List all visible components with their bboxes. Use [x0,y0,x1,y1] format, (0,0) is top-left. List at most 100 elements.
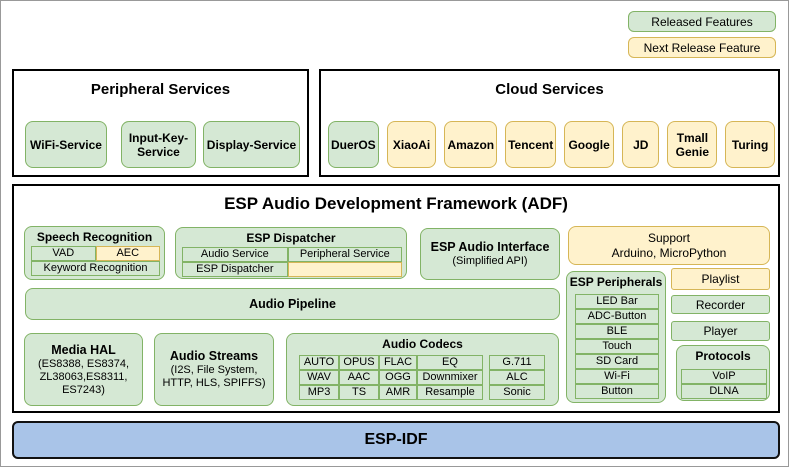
esp-audio-interface-title: ESP Audio Interface [430,240,550,254]
chip-input-key-service: Input-Key-Service [121,121,196,168]
esp-dispatcher-panel: ESP Dispatcher Audio Service Peripheral … [175,227,407,279]
cell-aac: AAC [339,370,379,385]
audio-streams-panel: Audio Streams (I2S, File System, HTTP, H… [154,333,274,406]
esp-peripherals-table: LED Bar ADC-Button BLE Touch SD Card Wi-… [575,294,659,399]
esp-peripherals-panel: ESP Peripherals LED Bar ADC-Button BLE T… [566,271,666,403]
speech-recognition-table: VAD AEC Keyword Recognition [31,246,160,276]
chip-wifi-service: WiFi-Service [25,121,107,168]
protocols-table: VoIP DLNA [681,369,767,399]
cell-ble: BLE [575,324,659,339]
cell-esp-dispatcher: ESP Dispatcher [182,262,288,277]
player-chip: Player [671,321,770,341]
esp-dispatcher-title: ESP Dispatcher [246,231,336,245]
cloud-services-title: Cloud Services [495,81,604,98]
audio-codecs-title: Audio Codecs [382,337,463,351]
cell-peripheral-service: Peripheral Service [287,247,402,262]
chip-google-label: Google [568,137,610,152]
media-hal-panel: Media HAL (ES8388, ES8374, ZL38063,ES831… [24,333,143,406]
chip-jd-label: JD [633,137,649,152]
chip-dueros: DuerOS [328,121,379,168]
chip-amazon-label: Amazon [447,137,495,152]
chip-amazon: Amazon [444,121,498,168]
protocols-panel: Protocols VoIP DLNA [676,345,770,401]
esp-audio-interface-subtitle: (Simplified API) [452,255,528,267]
esp-idf-label: ESP-IDF [364,431,428,448]
chip-xiaoai-label: XiaoAi [392,137,431,152]
recorder-label: Recorder [695,297,746,312]
audio-pipeline-panel: Audio Pipeline [25,288,560,320]
chip-display-service-label: Display-Service [206,137,297,152]
chip-turing-label: Turing [731,137,769,152]
chip-display-service: Display-Service [203,121,300,168]
cell-opus: OPUS [339,355,379,370]
cell-dlna: DLNA [681,384,767,399]
chip-wifi-service-label: WiFi-Service [30,137,102,152]
recorder-chip: Recorder [671,295,770,314]
support-arduino-micropython-panel: Support Arduino, MicroPython [568,226,770,265]
playlist-chip: Playlist [671,268,770,290]
cell-dispatcher-empty [287,262,402,277]
chip-tmall-genie: Tmall Genie [667,121,718,168]
audio-streams-subtitle: (I2S, File System, HTTP, HLS, SPIFFS) [162,364,266,389]
cell-audio-service: Audio Service [182,247,288,262]
cell-wifi: Wi-Fi [575,369,659,384]
cell-eq: EQ [417,355,483,370]
legend-next-label: Next Release Feature [643,40,761,55]
chip-tmall-genie-label: Tmall Genie [675,130,710,159]
cell-sd-card: SD Card [575,354,659,369]
peripheral-services-box: Peripheral Services WiFi-Service Input-K… [12,69,309,177]
chip-dueros-label: DuerOS [331,137,376,152]
cell-auto: AUTO [299,355,339,370]
adf-title: ESP Audio Development Framework (ADF) [224,194,568,213]
adf-box: ESP Audio Development Framework (ADF) Sp… [12,184,780,413]
chip-jd: JD [621,121,660,168]
cell-vad: VAD [31,246,96,261]
support-line1: Support [647,230,691,245]
audio-codecs-side-table: G.711 ALC Sonic [489,355,545,400]
cell-sonic: Sonic [489,385,545,400]
legend-released-features: Released Features [628,11,776,32]
cell-adc-button: ADC-Button [575,309,659,324]
cell-downmixer: Downmixer [417,370,483,385]
cell-keyword-recognition: Keyword Recognition [31,261,160,276]
cloud-services-box: Cloud Services DuerOS XiaoAi Amazon Tenc… [319,69,780,177]
support-line2: Arduino, MicroPython [611,245,727,260]
chip-google: Google [564,121,614,168]
chip-input-key-service-label: Input-Key-Service [128,130,189,159]
media-hal-subtitle: (ES8388, ES8374, ZL38063,ES8311, ES7243) [37,357,130,396]
cell-g711: G.711 [489,355,545,370]
cell-ogg: OGG [379,370,417,385]
cell-wav: WAV [299,370,339,385]
cell-led-bar: LED Bar [575,294,659,309]
esp-dispatcher-table: Audio Service Peripheral Service ESP Dis… [182,247,402,277]
playlist-label: Playlist [701,272,740,286]
esp-idf-bar: ESP-IDF [12,421,780,459]
speech-recognition-panel: Speech Recognition VAD AEC Keyword Recog… [24,226,165,280]
legend-released-label: Released Features [651,14,753,29]
protocols-title: Protocols [695,349,751,363]
player-label: Player [703,324,738,338]
chip-tencent-label: Tencent [508,137,554,152]
cell-mp3: MP3 [299,385,339,400]
esp-audio-interface-panel: ESP Audio Interface (Simplified API) [420,228,560,280]
esp-peripherals-title: ESP Peripherals [569,275,663,289]
cell-touch: Touch [575,339,659,354]
audio-codecs-table: AUTO OPUS FLAC EQ WAV AAC OGG Downmixer … [299,355,483,400]
legend-next-release-feature: Next Release Feature [628,37,776,58]
cloud-services-chip-row: DuerOS XiaoAi Amazon Tencent Google JD T… [321,121,782,168]
cell-flac: FLAC [379,355,417,370]
media-hal-title: Media HAL [51,342,116,357]
peripheral-services-title: Peripheral Services [90,81,231,98]
cell-voip: VoIP [681,369,767,384]
cell-aec: AEC [95,246,160,261]
audio-codecs-panel: Audio Codecs AUTO OPUS FLAC EQ WAV AAC O… [286,333,559,406]
chip-turing: Turing [725,121,775,168]
cell-ts: TS [339,385,379,400]
cell-alc: ALC [489,370,545,385]
chip-tencent: Tencent [505,121,557,168]
audio-streams-title: Audio Streams [169,349,259,363]
cell-resample: Resample [417,385,483,400]
cell-amr: AMR [379,385,417,400]
audio-pipeline-title: Audio Pipeline [249,296,336,311]
